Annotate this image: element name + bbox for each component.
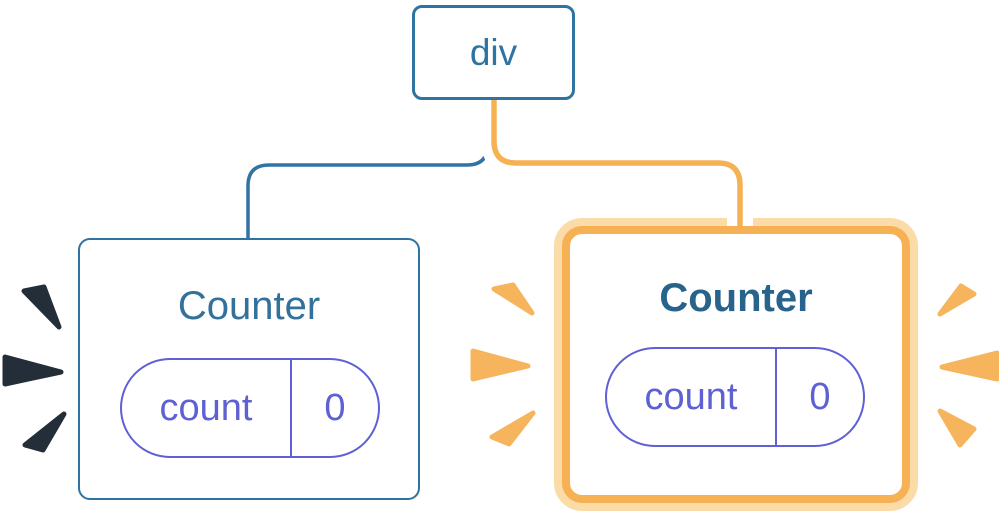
burst-ink-top: [21, 284, 62, 330]
edge-to-left-counter: [246, 100, 490, 239]
pill-divider-left: [290, 360, 292, 456]
counter-right-title: Counter: [659, 276, 813, 320]
state-key-left: count: [159, 386, 253, 429]
burst-orange-left-bottom: [489, 410, 536, 447]
pill-divider-right: [775, 349, 777, 445]
state-pill-left: count 0: [120, 358, 380, 458]
burst-orange-right-bottom: [937, 408, 977, 448]
burst-orange-left-middle: [470, 348, 531, 382]
burst-orange-left-top: [491, 282, 535, 316]
burst-ink-middle: [2, 354, 64, 387]
state-value-right: 0: [809, 375, 831, 418]
burst-marks-orange-right: [937, 283, 999, 448]
burst-ink-bottom: [22, 411, 67, 453]
root-div-label: div: [469, 31, 518, 73]
burst-orange-right-middle: [939, 350, 999, 382]
state-pill-right: count 0: [605, 347, 865, 447]
edge-to-right-counter-casing: [481, 100, 753, 226]
edge-to-right-counter: [491, 100, 743, 232]
burst-marks-ink-left: [2, 284, 67, 453]
state-value-left: 0: [324, 386, 346, 429]
burst-orange-right-top: [937, 283, 977, 317]
root-div-node: div: [412, 5, 575, 100]
burst-marks-orange-left: [470, 282, 536, 447]
counter-left-title: Counter: [177, 284, 321, 328]
counter-node-right-highlighted: Counter count 0: [562, 226, 910, 503]
counter-node-left: Counter count 0: [78, 238, 420, 500]
state-key-right: count: [644, 375, 738, 418]
